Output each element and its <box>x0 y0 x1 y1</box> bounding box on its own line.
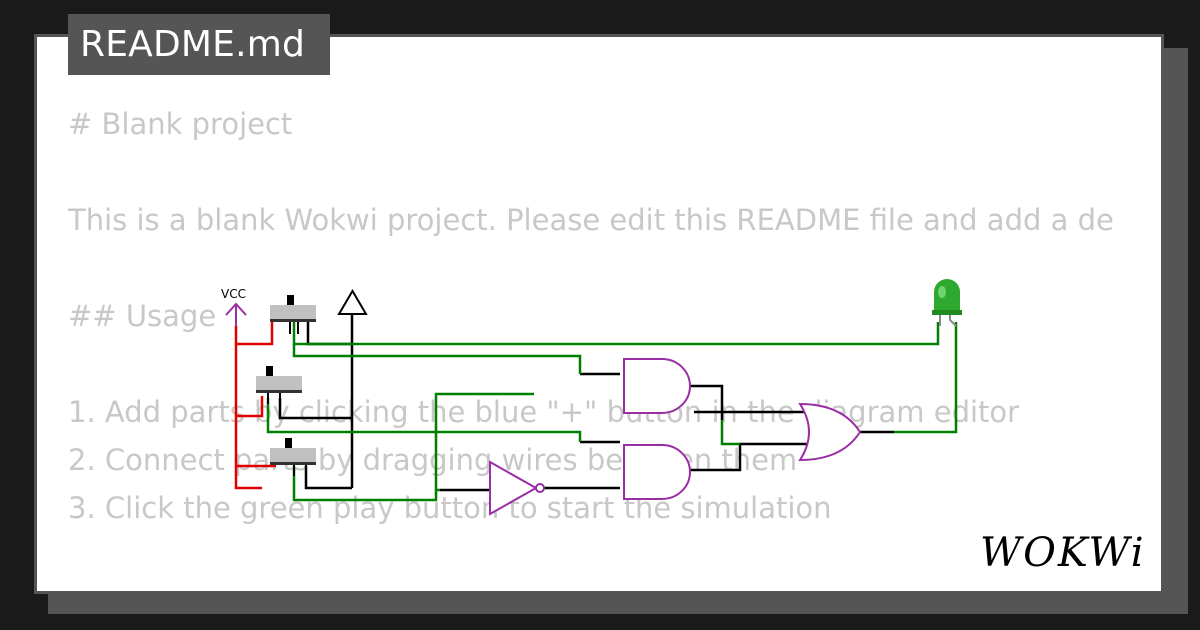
readme-heading: # Blank project <box>68 107 293 141</box>
slide-switch-2[interactable] <box>256 366 302 404</box>
readme-card <box>34 34 1164 594</box>
ground-triangle-icon <box>337 289 368 315</box>
led-icon[interactable] <box>932 279 962 327</box>
gnd-wires <box>278 314 894 492</box>
readme-intro-clip: This is a blank Wokwi project. Please ed… <box>68 200 1130 244</box>
readme-step-1: 1. Add parts by clicking the blue "+" bu… <box>68 395 1020 429</box>
vcc-label: VCC <box>221 287 246 301</box>
wokwi-logo-text: WOKWi <box>980 530 1146 576</box>
readme-usage-heading: ## Usage <box>68 299 217 333</box>
vcc-arrow-icon: VCC <box>221 287 247 326</box>
file-tab[interactable]: README.md <box>68 14 330 75</box>
and-gate-icon[interactable] <box>623 444 691 500</box>
and-gate-icon[interactable] <box>623 358 691 414</box>
vcc-wires <box>234 322 276 490</box>
or-gate-icon[interactable] <box>798 402 862 462</box>
wokwi-logo: WOKWi <box>980 530 1146 576</box>
slide-switch-3[interactable] <box>270 438 316 476</box>
slide-switch-1[interactable] <box>270 295 316 334</box>
not-gate-icon[interactable] <box>489 460 545 516</box>
readme-step-3: 3. Click the green play button to start … <box>68 491 832 525</box>
readme-intro: This is a blank Wokwi project. Please ed… <box>68 203 1114 237</box>
signal-wires <box>266 322 958 502</box>
